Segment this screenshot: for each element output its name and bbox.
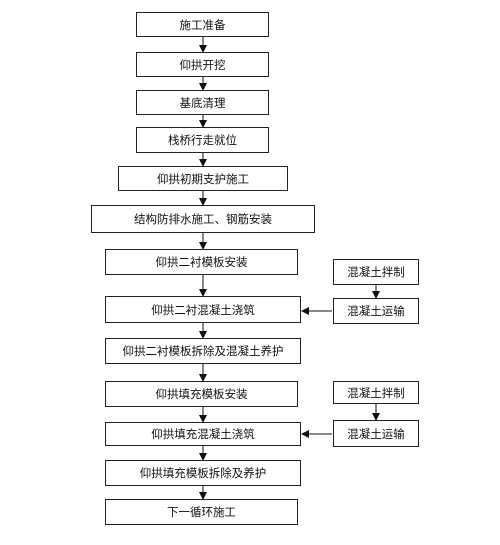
step-waterproofing-rebar: 结构防排水施工、钢筋安装 bbox=[91, 205, 315, 233]
side2-concrete-transport: 混凝土运输 bbox=[333, 420, 419, 447]
step-fill-pour: 仰拱填充混凝土浇筑 bbox=[105, 422, 301, 446]
step-lining-pour: 仰拱二衬混凝土浇筑 bbox=[105, 296, 301, 323]
step-fill-formwork: 仰拱填充模板安装 bbox=[105, 381, 298, 407]
step-construction-prep: 施工准备 bbox=[136, 12, 269, 37]
step-fill-removal-curing: 仰拱填充模板拆除及养护 bbox=[105, 460, 301, 486]
step-trestle-positioning: 栈桥行走就位 bbox=[136, 127, 269, 153]
side1-concrete-mixing: 混凝土拌制 bbox=[333, 259, 419, 285]
side2-concrete-mixing: 混凝土拌制 bbox=[333, 381, 419, 404]
step-initial-support: 仰拱初期支护施工 bbox=[118, 166, 288, 191]
step-invert-excavation: 仰拱开挖 bbox=[136, 52, 269, 77]
side1-concrete-transport: 混凝土运输 bbox=[333, 298, 419, 324]
step-base-cleaning: 基底清理 bbox=[136, 90, 269, 115]
step-next-cycle: 下一循环施工 bbox=[105, 499, 298, 525]
step-lining-removal-curing: 仰拱二衬模板拆除及混凝土养护 bbox=[105, 338, 301, 364]
step-lining-formwork: 仰拱二衬模板安装 bbox=[105, 249, 298, 275]
